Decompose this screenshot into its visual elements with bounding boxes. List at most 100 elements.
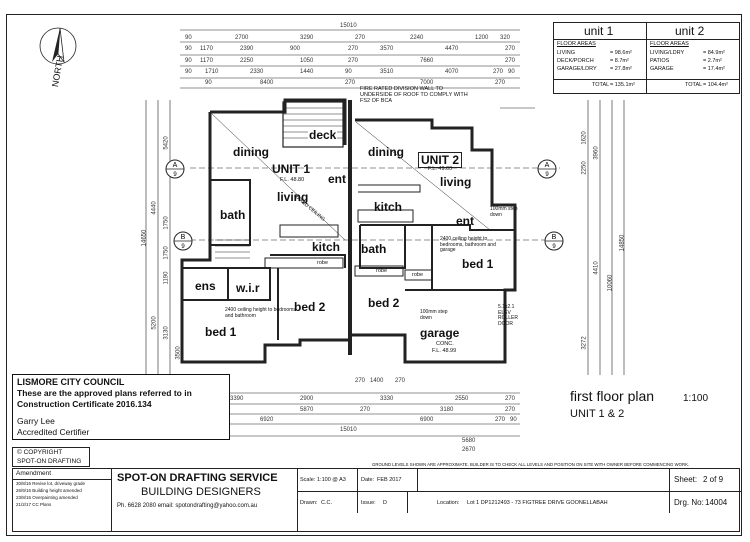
room-label-ens: ens [195, 279, 216, 293]
dimension: 270 [355, 35, 366, 41]
section-number: 9 [545, 172, 549, 178]
dimension: 1620 [581, 131, 588, 145]
dimension: 2250 [581, 161, 588, 175]
sheet-label: Sheet: [674, 475, 698, 484]
robe-label: robe [317, 260, 329, 266]
certifier-name: Garry Lee [17, 416, 55, 426]
room-label-kitch: kitch [374, 200, 403, 214]
step-note: 100mm step down [420, 309, 448, 321]
title-block: Amendment 30/8/16 Revise lot, driveway g… [12, 468, 741, 532]
section-number: 9 [552, 244, 556, 250]
amendment-row: 21/2/17 CC Plans [16, 502, 52, 507]
dimension: 270 [493, 69, 504, 75]
floor-level: F.L. 48.80 [280, 177, 305, 183]
dimension: 1050 [300, 58, 314, 64]
room-label-living: living [440, 175, 472, 189]
dimension: 3510 [380, 69, 394, 75]
company-subtitle: BUILDING DESIGNERS [141, 486, 261, 498]
dimension: 3960 [593, 146, 600, 160]
section-number: 9 [173, 172, 177, 178]
dimension: 270 [495, 80, 506, 86]
unit-label: UNIT 1 [272, 162, 311, 176]
robe-label: robe [376, 268, 388, 274]
garage-level: F.L. 48.99 [432, 348, 457, 354]
copyright-line1: © COPYRIGHT [17, 449, 63, 456]
dimension: 1440 [300, 69, 314, 75]
section-marker-icon: B 9 [544, 231, 564, 251]
dimension: 2240 [410, 35, 424, 41]
unit-label: UNIT 2 [418, 152, 463, 168]
roller-door-note: 5.1x2.1 ELEV ROLLER DOOR [498, 304, 519, 327]
room-label-deck: deck [308, 128, 338, 142]
dimension: 270 [345, 80, 356, 86]
dimension: 3570 [380, 46, 394, 52]
dimension: 4410 [593, 261, 600, 275]
dimension: 1170 [200, 58, 213, 64]
section-letter: B [552, 234, 557, 241]
dimension-overall-bottom: 15010 [340, 427, 357, 433]
unit1-row-value: = 98.6m² [610, 50, 632, 56]
dimension: 1400 [370, 378, 384, 384]
dimension: 90 [185, 58, 192, 64]
unit2-row-value: = 2.7m² [703, 58, 722, 64]
dimension: 900 [290, 46, 301, 52]
dimension-overall-top: 15010 [340, 23, 357, 29]
issue-label: Issue: [361, 500, 376, 506]
location-label: Location: [437, 500, 460, 506]
scale-label: Scale: [300, 477, 316, 483]
dimension: 5680 [462, 438, 476, 444]
room-label-dining: dining [233, 145, 269, 159]
unit2-row-value: = 84.9m² [703, 50, 725, 56]
room-label-living: living [277, 190, 309, 204]
dimension: 4070 [445, 69, 459, 75]
room-label-bed2: bed 2 [368, 296, 400, 310]
dimension: 3290 [300, 35, 314, 41]
room-label-dining: dining [368, 145, 404, 159]
issue-value: D [383, 500, 387, 506]
unit2-row-label: PATIOS [650, 58, 670, 64]
dimension: 3390 [230, 396, 244, 402]
council-line1: These are the approved plans referred to… [17, 388, 192, 398]
dimension: 7660 [420, 58, 434, 64]
dimension: 3500 [175, 346, 182, 360]
copyright-line2: SPOT-ON DRAFTING [17, 458, 82, 465]
dimension: 6920 [260, 417, 274, 423]
unit2-row-label: LIVING/LDRY [650, 50, 685, 56]
room-label-bed1: bed 1 [462, 257, 494, 271]
scale-value: 1:100 @ A3 [317, 477, 346, 483]
garage-floor: CONC. [436, 341, 454, 347]
room-label-bath: bath [361, 242, 387, 256]
dimension: 7000 [420, 80, 434, 86]
plan-scale: 1:100 [683, 393, 709, 404]
room-label-bath: bath [220, 208, 246, 222]
unit1-row-label: DECK/PORCH [557, 58, 594, 64]
dimension: 3330 [380, 396, 394, 402]
room-label-ent: ent [456, 214, 474, 228]
unit2-row-label: GARAGE [650, 66, 674, 72]
unit1-subheading: FLOOR AREAS [557, 41, 596, 47]
dimension: 90 [508, 69, 515, 75]
amendment-row: 23/8/16 Overpainting amended [16, 495, 78, 500]
dimension: 2670 [462, 447, 476, 453]
dimension: 1750 [163, 216, 170, 230]
unit2-subheading: FLOOR AREAS [650, 41, 689, 47]
room-label-bed1: bed 1 [205, 325, 237, 339]
room-label-kitch: kitch [312, 240, 341, 254]
fire-rated-note: FIRE RATED DIVISION WALL TO UNDERSIDE OF… [360, 86, 468, 104]
plan-title: first floor plan [570, 388, 655, 404]
step-note: 100mm step down [490, 206, 518, 218]
ceiling-note: 2400 ceiling height to bedrooms and bath… [225, 307, 296, 319]
sheet-value: 2 of 9 [703, 475, 724, 484]
unit1-total-label: TOTAL [592, 82, 610, 88]
council-approval-box: LISMORE CITY COUNCIL These are the appro… [12, 374, 230, 440]
dimension: 1200 [475, 35, 489, 41]
dimension: 270 [348, 46, 359, 52]
dimension: 90 [510, 417, 517, 423]
drg-value: 14004 [705, 498, 728, 507]
dimension: 90 [185, 35, 192, 41]
unit1-row-label: GARAGE/LDRY [557, 66, 597, 72]
dimension: 2550 [455, 396, 469, 402]
dimension: 270 [355, 378, 366, 384]
dimension: 1750 [163, 246, 170, 260]
